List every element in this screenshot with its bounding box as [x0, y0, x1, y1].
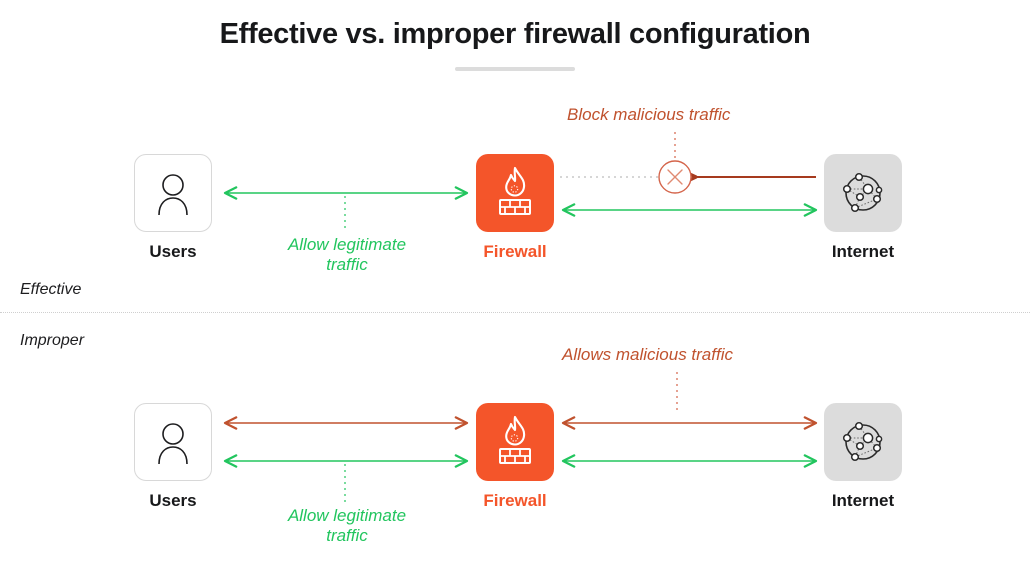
node-internet-improper[interactable]: Internet: [824, 403, 902, 510]
users-icon-box: [134, 154, 212, 232]
firewall-icon-box: [476, 403, 554, 481]
annotation-allow-legitimate-traffic-bottom: Allow legitimate traffic: [287, 506, 407, 546]
person-icon: [158, 423, 188, 464]
internet-icon-box: [824, 403, 902, 481]
page-title: Effective vs. improper firewall configur…: [219, 18, 811, 50]
node-users-improper[interactable]: Users: [134, 403, 212, 510]
network-globe-icon: [842, 172, 883, 213]
firewall-flame-brick-icon: [499, 166, 531, 215]
section-label-improper: Improper: [20, 332, 85, 349]
firewall-flame-brick-icon: [499, 415, 531, 464]
node-firewall-improper[interactable]: Firewall: [476, 403, 554, 510]
section-divider: [0, 312, 1030, 314]
firewall-icon-box: [476, 154, 554, 232]
node-label-firewall: Firewall: [483, 242, 547, 261]
users-icon-box: [134, 403, 212, 481]
node-internet-effective[interactable]: Internet: [824, 154, 902, 261]
annotation-block-malicious-traffic: Block malicious traffic: [567, 105, 731, 124]
node-firewall-effective[interactable]: Firewall: [476, 154, 554, 261]
node-label-firewall: Firewall: [483, 491, 547, 510]
network-globe-icon: [842, 421, 883, 462]
title-divider: [455, 67, 575, 71]
internet-icon-box: [824, 154, 902, 232]
node-label-internet: Internet: [831, 491, 895, 510]
person-icon: [158, 174, 188, 215]
node-label-users: Users: [149, 242, 197, 261]
section-label-effective: Effective: [20, 281, 82, 298]
annotation-allows-malicious-traffic: Allows malicious traffic: [562, 345, 733, 364]
node-users-effective[interactable]: Users: [134, 154, 212, 261]
x-circle-icon: [658, 160, 692, 194]
node-label-users: Users: [149, 491, 197, 510]
node-label-internet: Internet: [831, 242, 895, 261]
annotation-allow-legitimate-traffic-top: Allow legitimate traffic: [287, 235, 407, 275]
